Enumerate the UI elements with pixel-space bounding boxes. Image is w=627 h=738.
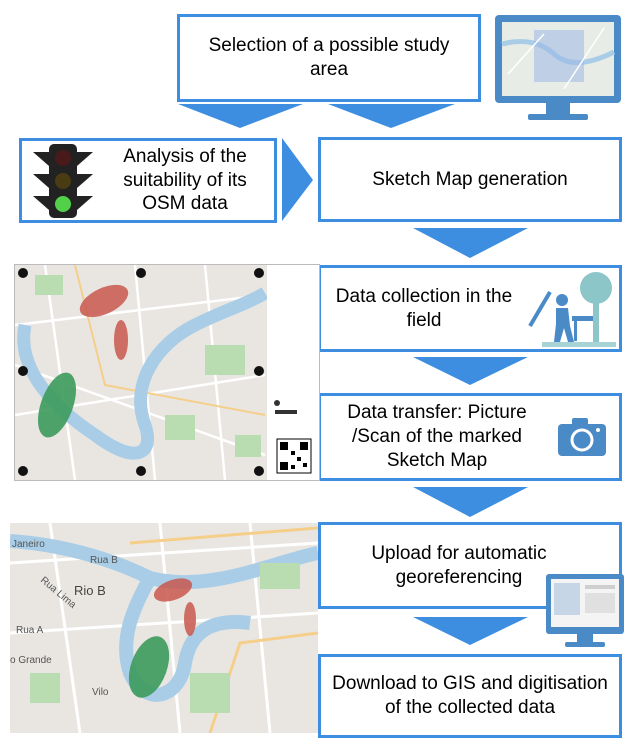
geo-blob-red-small [184,602,196,636]
map-label-street-4: Rua A [16,625,44,636]
sketch-map-graphic [15,265,319,480]
step-analysis-label: Analysis of the suitability of its OSM d… [123,145,247,215]
arrow-down-right [328,104,455,128]
sketch-blob-red-small [114,320,128,360]
arrow-down-4 [413,617,528,645]
geo-blob-red [153,578,193,602]
step-sketch-box: Sketch Map generation [318,137,622,222]
sketch-blob-green [37,372,77,438]
map-label-street-6: Vilo [92,687,109,698]
monitor-map-icon [495,15,621,120]
step-download-box: Download to GIS and digitisation of the … [318,654,622,738]
georeferenced-map: Janeiro Rua B Rua Lima Rio B Rua A o Gra… [10,523,318,733]
traffic-light-icon [33,144,93,218]
map-label-street-1: Janeiro [12,539,45,550]
monitor-map-icon [546,574,624,647]
step-selection-box: Selection of a possible study area [177,14,481,102]
step-download-label: Download to GIS and digitisation of the … [332,673,608,718]
camera-icon [558,418,606,456]
arrow-down-left [178,104,303,128]
map-label-street-5: o Grande [10,655,52,666]
sketch-map [14,264,320,481]
step-collection-label: Data collection in the field [335,285,513,331]
step-selection-label: Selection of a possible study area [208,35,450,80]
georeferenced-map-graphic: Janeiro Rua B Rua Lima Rio B Rua A o Gra… [10,523,318,733]
field-worker-icon [528,272,616,347]
arrow-down-2 [413,357,528,385]
step-upload-label: Upload for automatic georeferencing [371,542,547,588]
arrow-right [282,138,313,221]
step-sketch-label: Sketch Map generation [372,168,568,190]
sketch-blob-red [79,284,129,318]
arrow-down-3 [413,487,528,517]
step-transfer-label: Data transfer: Picture /Scan of the mark… [347,402,527,471]
map-label-street-2: Rua B [90,555,118,566]
geo-blob-green [128,636,170,698]
map-label-place: Rio B [74,583,106,598]
arrow-down-1 [413,228,528,258]
